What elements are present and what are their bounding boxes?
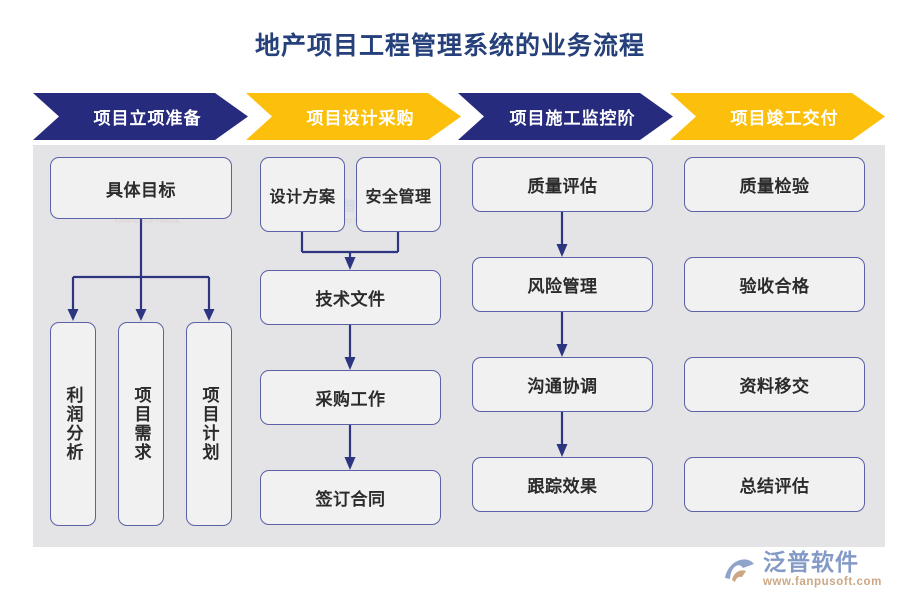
node-risk-management[interactable]: 风险管理 <box>472 257 653 312</box>
brand-logo: 泛普软件 www.fanpusoft.com <box>722 548 882 589</box>
node-communication-coordination[interactable]: 沟通协调 <box>472 357 653 412</box>
fanpu-swoosh-icon <box>724 559 754 583</box>
node-label: 跟踪效果 <box>527 477 598 496</box>
node-summary-evaluation[interactable]: 总结评估 <box>684 457 865 512</box>
node-label: 总结评估 <box>739 477 810 496</box>
node-procurement-work[interactable]: 采购工作 <box>260 370 441 425</box>
node-project-plan[interactable]: 项目计划 <box>186 322 232 526</box>
node-project-requirement[interactable]: 项目需求 <box>118 322 164 526</box>
stage-header-1-label: 项目立项准备 <box>93 109 202 128</box>
page-title: 地产项目工程管理系统的业务流程 <box>254 32 645 60</box>
node-acceptance-passed[interactable]: 验收合格 <box>684 257 865 312</box>
node-tracking-effect[interactable]: 跟踪效果 <box>472 457 653 512</box>
node-label: 签订合同 <box>315 490 386 509</box>
node-label: 安全管理 <box>365 188 432 206</box>
node-safety-management[interactable]: 安全管理 <box>356 157 441 232</box>
node-label: 设计方案 <box>269 188 336 206</box>
node-label: 风险管理 <box>527 277 598 296</box>
stage-column-2: 项目设计采购 泛普软件 FANPU SOFTWARE 设计方案 <box>246 93 461 547</box>
node-label: 资料移交 <box>739 377 810 396</box>
node-quality-assessment[interactable]: 质量评估 <box>472 157 653 212</box>
logo-text-block: 泛普软件 www.fanpusoft.com <box>762 548 882 589</box>
stage-header-1[interactable]: 项目立项准备 <box>33 93 248 140</box>
stage-header-3[interactable]: 项目施工监控阶 <box>458 93 673 140</box>
stage-header-2-label: 项目设计采购 <box>306 109 415 128</box>
node-label: 采购工作 <box>315 390 386 409</box>
node-label: 项目计划 <box>199 386 219 462</box>
stage-column-3: 项目施工监控阶 质量评估 风险管理 沟通协调 跟踪效果 <box>458 93 673 547</box>
node-label: 验收合格 <box>739 277 810 296</box>
stage-panel-3: 质量评估 风险管理 沟通协调 跟踪效果 <box>458 145 673 547</box>
node-label: 质量评估 <box>527 177 598 196</box>
logo-name: 泛普软件 <box>762 548 859 575</box>
stage-panel-1: 泛普软件 FANPU SOFTWARE 具体目标 利润分析 项目需求 项目计划 <box>33 145 248 547</box>
stage-header-3-label: 项目施工监控阶 <box>509 109 636 128</box>
node-label: 沟通协调 <box>527 377 598 396</box>
node-design-plan[interactable]: 设计方案 <box>260 157 345 232</box>
node-label: 利润分析 <box>63 386 83 462</box>
stage-header-4[interactable]: 项目竣工交付 <box>670 93 885 140</box>
node-label: 质量检验 <box>739 177 810 196</box>
stage-header-2[interactable]: 项目设计采购 <box>246 93 461 140</box>
stage-panel-2: 泛普软件 FANPU SOFTWARE 设计方案 安全管理 技术文件 采购工作 … <box>246 145 461 547</box>
node-goal[interactable]: 具体目标 <box>50 157 232 219</box>
stage-header-4-label: 项目竣工交付 <box>730 109 839 128</box>
node-label: 项目需求 <box>131 386 151 462</box>
node-sign-contract[interactable]: 签订合同 <box>260 470 441 525</box>
stage-column-1: 项目立项准备 泛普软件 FANPU SOFTWARE 具体目标 <box>33 93 248 547</box>
node-label: 具体目标 <box>106 180 176 200</box>
node-document-handover[interactable]: 资料移交 <box>684 357 865 412</box>
node-technical-document[interactable]: 技术文件 <box>260 270 441 325</box>
stage-panel-4: 质量检验 验收合格 资料移交 总结评估 <box>670 145 885 547</box>
node-label: 技术文件 <box>315 290 386 309</box>
stage-column-4: 项目竣工交付 质量检验 验收合格 资料移交 总结评估 <box>670 93 885 547</box>
node-quality-inspection[interactable]: 质量检验 <box>684 157 865 212</box>
svg-text:FANPU SOFTWARE: FANPU SOFTWARE <box>115 218 181 225</box>
node-profit-analysis[interactable]: 利润分析 <box>50 322 96 526</box>
logo-url: www.fanpusoft.com <box>762 575 882 588</box>
